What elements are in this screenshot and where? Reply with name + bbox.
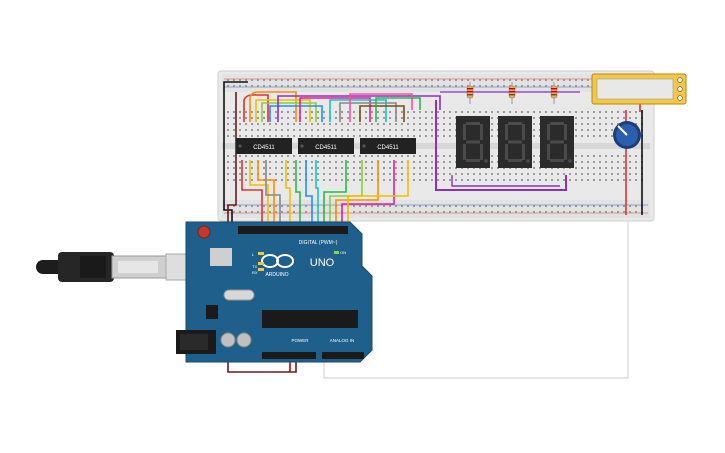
- chip-label: CD4511: [315, 145, 337, 151]
- segment: [547, 124, 550, 140]
- digital-label: DIGITAL (PWM~): [299, 240, 338, 246]
- model-label: UNO: [310, 257, 335, 269]
- decimal-point: [568, 159, 572, 163]
- segment: [466, 159, 480, 162]
- chip-cd4511-2[interactable]: CD4511: [298, 138, 354, 154]
- analog-label: ANALOG IN: [330, 338, 355, 343]
- decimal-point: [484, 159, 488, 163]
- chip-label: CD4511: [253, 145, 275, 151]
- segment: [505, 144, 508, 160]
- on-label: ON: [340, 250, 346, 255]
- segment: [508, 140, 522, 144]
- segment: [547, 144, 550, 160]
- segment: [480, 144, 483, 160]
- chip-cd4511-3[interactable]: CD4511: [360, 138, 416, 154]
- segment: [522, 124, 525, 140]
- digital-header[interactable]: [238, 226, 348, 234]
- segment: [564, 144, 567, 160]
- decimal-point: [526, 159, 530, 163]
- tx-label: TX: [252, 264, 257, 269]
- seven-segment-display-2[interactable]: [498, 116, 532, 168]
- segment: [480, 124, 483, 140]
- segment: [466, 140, 480, 144]
- chip-cd4511-1[interactable]: CD4511: [236, 138, 292, 154]
- segment: [466, 122, 480, 125]
- l-label: L: [252, 252, 255, 257]
- seven-segment-display-3[interactable]: [540, 116, 574, 168]
- potentiometer[interactable]: [613, 121, 641, 149]
- segment: [550, 122, 564, 125]
- seven-segment-display-1[interactable]: [456, 116, 490, 168]
- chip-label: CD4511: [377, 145, 399, 151]
- power-label: POWER: [291, 338, 309, 343]
- seven-segment-displays[interactable]: [456, 116, 574, 168]
- microcontroller-chip: [262, 310, 358, 328]
- segment: [463, 124, 466, 140]
- power-header[interactable]: [262, 352, 316, 359]
- resistors: [466, 82, 558, 104]
- segment: [564, 124, 567, 140]
- segment: [505, 124, 508, 140]
- segment: [463, 144, 466, 160]
- wire-gnd: [223, 81, 248, 222]
- segment: [522, 144, 525, 160]
- rx-label: RX: [252, 270, 258, 275]
- analog-header[interactable]: [322, 352, 364, 359]
- arduino-uno-board[interactable]: DIGITAL (PWM~) ARDUINO UNO TX RX L ON PO…: [176, 221, 373, 363]
- lcd-module[interactable]: [591, 73, 687, 105]
- brand-label: ARDUINO: [265, 272, 288, 278]
- segment: [550, 140, 564, 144]
- usb-cable: [36, 252, 191, 282]
- segment: [550, 159, 564, 162]
- segment: [508, 159, 522, 162]
- segment: [508, 122, 522, 125]
